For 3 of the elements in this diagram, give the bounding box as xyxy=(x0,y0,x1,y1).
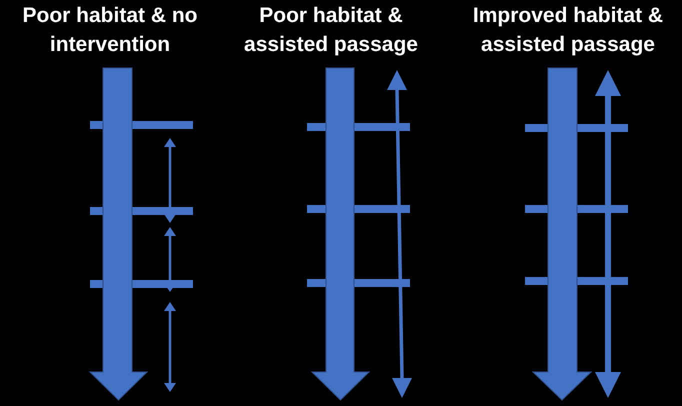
panel-title: Poor habitat & no intervention xyxy=(22,3,198,58)
panel-title: Poor habitat & assisted passage xyxy=(243,3,419,58)
panel-title: Improved habitat & assisted passage xyxy=(472,3,664,58)
